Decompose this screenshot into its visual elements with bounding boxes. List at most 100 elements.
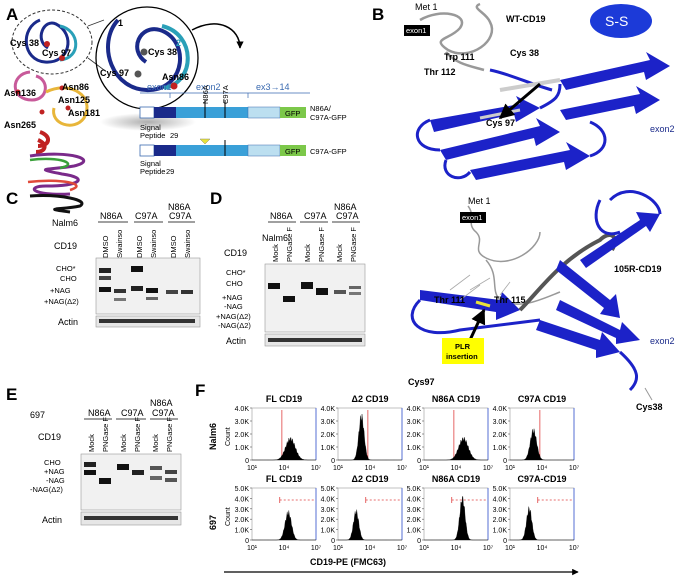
histogram-area — [338, 413, 402, 461]
exon3-label: ex3→14 — [256, 82, 290, 92]
y-tick-label: 5.0K — [321, 486, 336, 493]
x-tick-label: 10⁷ — [569, 465, 580, 472]
y-tick-label: 1.0K — [235, 528, 250, 535]
gfp-2: GFP — [285, 147, 300, 156]
label-asn136: Asn136 — [4, 88, 36, 98]
mut-c97a: C97A — [221, 85, 230, 104]
zoom-label-asn86: Asn86 — [162, 72, 189, 82]
y-tick-label: 3.0K — [235, 507, 250, 514]
x-tick-label: 10¹ — [505, 545, 516, 552]
histogram-frame — [509, 487, 575, 541]
d-group3: N86A — [334, 202, 357, 212]
label-asn125: Asn125 — [58, 95, 90, 105]
x-tick-label: 10⁷ — [483, 465, 494, 472]
zoom-label-cys38: Cys 38 — [148, 47, 177, 57]
b2-exon2: exon2 — [650, 336, 675, 346]
label-asn86: Asn86 — [62, 82, 89, 92]
y-tick-label: 5.0K — [235, 486, 250, 493]
y-tick-label: 1.0K — [493, 445, 508, 452]
b-wt-label: WT-CD19 — [506, 14, 546, 24]
x-tick-label: 10⁷ — [311, 465, 322, 472]
panel-f-letter: F — [195, 381, 205, 400]
label-asn181: Asn181 — [68, 108, 100, 118]
b-trp111: Trp 111 — [444, 52, 475, 62]
y-tick-label: 0 — [417, 458, 421, 465]
b2-cys38: Cys38 — [636, 402, 663, 412]
b2-105r: 105R-CD19 — [614, 264, 662, 274]
e-lane: PNGase F — [133, 417, 142, 452]
x-tick-label: 10¹ — [333, 545, 344, 552]
y-tick-label: 0 — [331, 538, 335, 545]
c-cd19: CD19 — [54, 241, 77, 251]
d-group3b: C97A — [336, 211, 359, 221]
exon2-label: exon2 — [196, 82, 221, 92]
histogram-title: FL CD19 — [266, 394, 302, 404]
e-lane: Mock — [151, 434, 160, 452]
c-group3b: C97A — [169, 211, 192, 221]
y-tick-label: 0 — [417, 538, 421, 545]
c-group3: N86A — [168, 202, 191, 212]
e-actin: Actin — [42, 515, 62, 525]
panel-a-letter: A — [6, 5, 18, 24]
histogram-area — [510, 506, 574, 541]
label-cys38: Cys 38 — [10, 38, 39, 48]
y-tick-label: 4.0K — [235, 496, 250, 503]
b-cys97: Cys 97 — [486, 118, 515, 128]
panel-b: B Met 1 exon1 WT-CD19 S-S Thr 112 Trp 11… — [372, 2, 675, 180]
e-cd19: CD19 — [38, 432, 61, 442]
y-tick-label: 3.0K — [235, 419, 250, 426]
panel-c: C Nalm6 N86A C97A N86A C97A DMSO Swainso… — [6, 189, 201, 328]
strand-2: 2 — [176, 38, 181, 48]
y-tick-label: 2.0K — [493, 517, 508, 524]
zoom-label-cys97: Cys 97 — [100, 68, 129, 78]
panel-b2: Met 1 exon1 105R-CD19 Thr 111 Thr 115 PL… — [408, 190, 675, 412]
gfp-1: GFP — [285, 109, 300, 118]
y-tick-label: 2.0K — [321, 432, 336, 439]
d-actin: Actin — [226, 336, 246, 346]
c-lane: Swainso — [115, 230, 124, 258]
y-tick-label: 2.0K — [493, 432, 508, 439]
e-band-label: CHO — [44, 458, 61, 467]
b2-met1: Met 1 — [468, 196, 491, 206]
y-tick-label: 4.0K — [493, 496, 508, 503]
histogram-frame — [337, 407, 403, 461]
histogram-title: Δ2 CD19 — [352, 394, 389, 404]
panel-e: E 697 N86A C97A N86A C97A Mock PNGase F … — [6, 385, 182, 526]
f-row-label-nalm6: Nalm6 — [208, 423, 218, 450]
panel-a: A Cys 38 Cys 97 Asn86 Asn125 Asn136 Asn1… — [4, 5, 347, 214]
x-tick-label: 10¹ — [505, 465, 516, 472]
b-exon1: exon1 — [406, 26, 426, 35]
y-tick-label: 5.0K — [493, 486, 508, 493]
b2-exon1: exon1 — [462, 213, 482, 222]
b2-thr115: Thr 115 — [494, 295, 526, 305]
histogram-title: C97A CD19 — [518, 394, 566, 404]
x-tick-label: 10⁴ — [365, 465, 376, 472]
y-tick-label: 3.0K — [321, 507, 336, 514]
y-tick-label: 2.0K — [235, 517, 250, 524]
105r-cd19-structure — [410, 190, 662, 401]
e-group2: C97A — [121, 408, 144, 418]
x-tick-label: 10¹ — [419, 545, 430, 552]
num29-2: 29 — [166, 167, 174, 176]
panel-d: D Nalm6 N86A C97A N86A C97A Mock PNGase … — [210, 189, 366, 347]
y-tick-label: 4.0K — [407, 496, 422, 503]
curved-arrow — [191, 23, 244, 49]
y-tick-label: 2.0K — [235, 432, 250, 439]
count-label: Count — [225, 427, 232, 446]
y-tick-label: 4.0K — [235, 406, 250, 413]
y-tick-label: 3.0K — [407, 507, 422, 514]
d-group2: C97A — [304, 211, 327, 221]
peptide-1: Peptide — [140, 131, 165, 140]
d-band-label: CHO — [226, 279, 243, 288]
e-blot — [80, 453, 182, 511]
e-actin-band — [84, 516, 178, 520]
d-band-label: +NAG — [222, 293, 243, 302]
f-row-label-697: 697 — [208, 515, 218, 530]
cd19-fold-diagram — [11, 9, 93, 214]
histogram-area — [338, 509, 402, 541]
c-blot — [95, 257, 201, 315]
x-tick-label: 10⁷ — [397, 545, 408, 552]
label-asn265: Asn265 — [4, 120, 36, 130]
b-thr112: Thr 112 — [424, 67, 456, 77]
y-tick-label: 0 — [503, 538, 507, 545]
